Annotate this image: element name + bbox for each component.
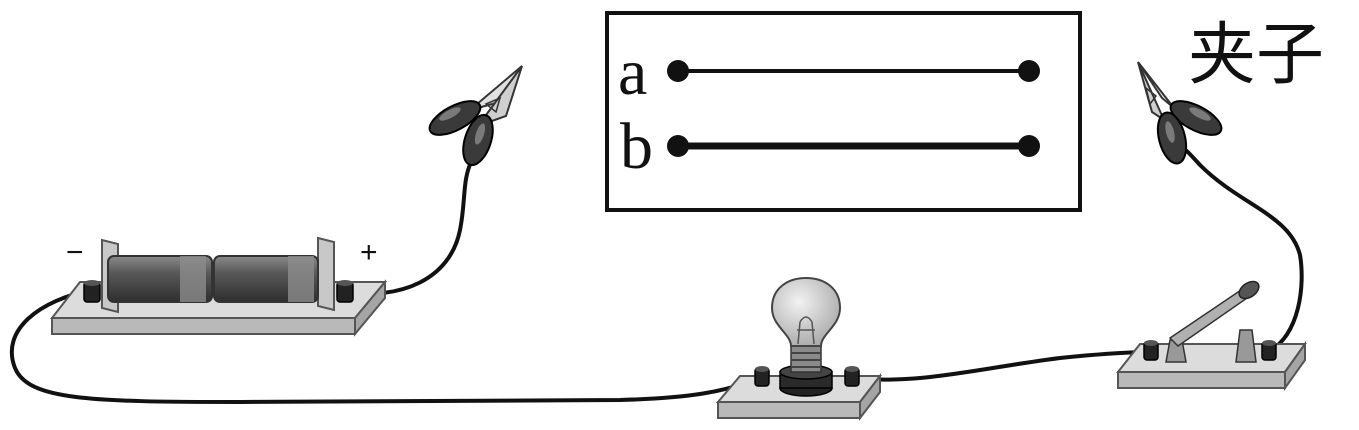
switch-contact — [1235, 329, 1257, 363]
wire-a-right-end — [1018, 60, 1040, 82]
switch-handle — [1238, 280, 1260, 300]
wire-b-right-end — [1018, 135, 1040, 157]
switch-left-terminal — [1143, 340, 1159, 361]
bulb-holder — [715, 276, 883, 421]
wire-b-label: b — [620, 110, 653, 183]
test-wire-frame — [605, 11, 1082, 212]
knife-switch — [1115, 280, 1307, 392]
right-clip — [1137, 61, 1223, 165]
wire-bulb-to-switch — [850, 350, 1152, 382]
battery-positive-label: + — [360, 236, 378, 269]
switch-blade — [1168, 286, 1252, 347]
left-clip-grip-upper — [428, 100, 482, 136]
wire-a-label: a — [618, 36, 647, 109]
battery-negative-label: − — [66, 236, 84, 269]
clip-label: 夹子 — [1188, 16, 1324, 95]
switch-right-terminal — [1261, 340, 1277, 361]
wire-battery-to-bulb — [9, 288, 762, 405]
battery-negative-terminal — [83, 280, 101, 303]
battery-holder: − + — [49, 236, 388, 337]
bulb-right-terminal — [844, 366, 860, 387]
test-wire-panel: a b — [605, 11, 1082, 212]
battery-positive-terminal — [336, 280, 354, 303]
bulb-filament — [797, 316, 815, 345]
right-clip-grip-upper — [1169, 100, 1223, 136]
wire-a-left-end — [667, 60, 689, 82]
wire-b-left-end — [667, 135, 689, 157]
bulb-left-terminal — [754, 366, 770, 387]
wire-battery-to-left-clip — [343, 158, 474, 296]
right-clip-jaw-upper — [1137, 61, 1175, 109]
bulb-glass — [770, 276, 842, 347]
left-clip — [428, 65, 523, 167]
wire-switch-to-right-clip — [1178, 146, 1304, 354]
